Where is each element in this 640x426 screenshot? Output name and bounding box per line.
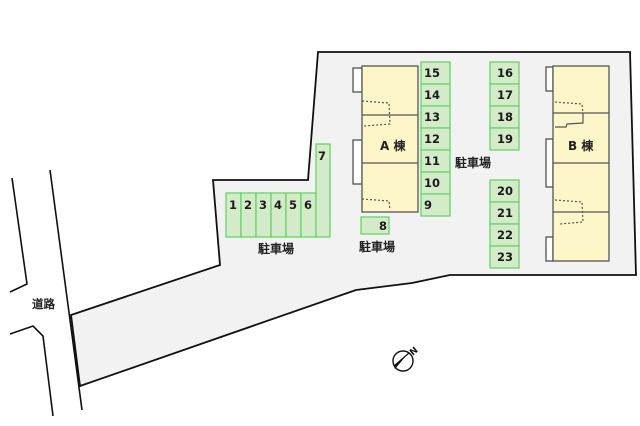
spot-number: 14 [424,88,440,102]
spot-number: 10 [424,176,440,190]
spot-number: 7 [318,149,326,163]
spot-number: 8 [379,219,387,233]
parking-group-center-right: 16 17 18 19 20 21 22 23 [489,61,520,269]
parking-label-center: 駐車場 [455,155,491,170]
parking-label-middle: 駐車場 [359,239,395,254]
parking-spot-7[interactable] [315,143,331,238]
lot-outline [70,51,637,388]
spot-number: 6 [304,198,312,212]
parking-group-center-left: 15 14 13 12 11 10 9 [420,61,451,217]
building-b-label: B 棟 [568,138,594,153]
parking-spot-23[interactable] [489,245,520,269]
spot-number: 19 [497,132,513,146]
spot-number: 3 [259,198,267,212]
parking-spot-9[interactable] [420,193,451,217]
road [9,169,83,417]
spot-number: 1 [229,198,237,212]
building-a-label: A 棟 [380,138,406,153]
spot-number: 21 [497,206,513,220]
spot-number: 23 [497,250,513,264]
building-b: B 棟 [545,65,610,262]
spot-number: 22 [497,228,513,242]
spot-number: 11 [424,154,440,168]
spot-number: 12 [424,132,440,146]
parking-spot-19[interactable] [489,127,520,151]
spot-number: 9 [424,198,432,212]
spot-number: 5 [289,198,297,212]
parking-label-west: 駐車場 [258,241,294,256]
spot-number: 2 [244,198,252,212]
road-label: 道路 [32,297,55,311]
north-compass-icon: N [392,346,420,372]
spot-number: 13 [424,110,440,124]
spot-number: 4 [274,198,282,212]
spot-number: 20 [497,184,513,198]
spot-number: 17 [497,88,513,102]
spot-number: 15 [424,66,440,80]
building-a: A 棟 [352,65,419,213]
spot-number: 18 [497,110,513,124]
parking-group-west: 1 2 3 4 5 6 7 [225,143,331,238]
parking-spot-8[interactable] [360,216,390,235]
spot-number: 16 [497,66,513,80]
